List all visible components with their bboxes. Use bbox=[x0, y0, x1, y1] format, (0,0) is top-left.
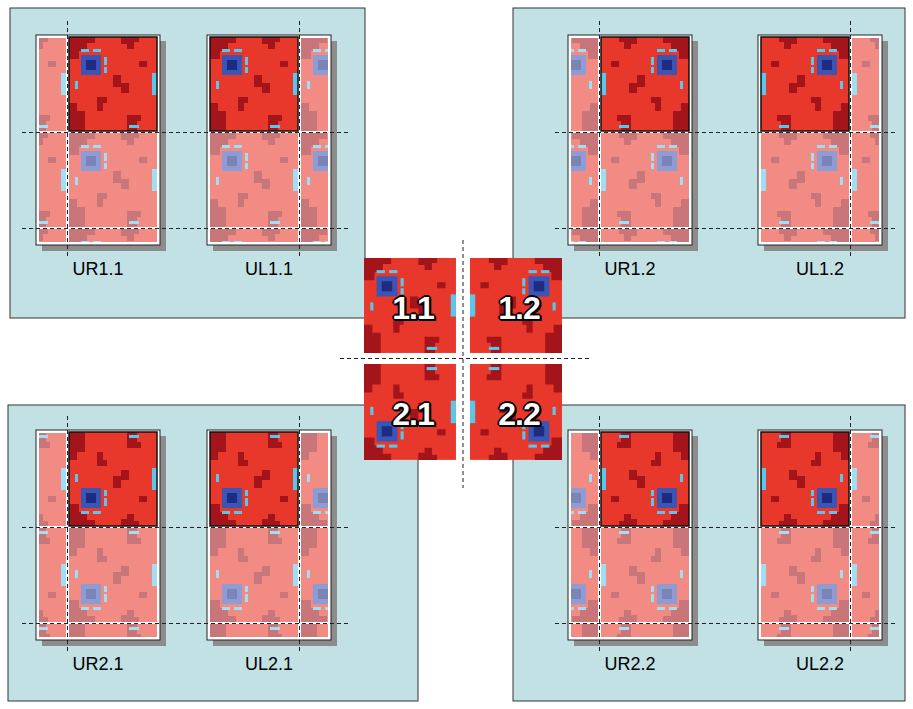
tile-number: 1.2 bbox=[492, 286, 539, 326]
page-label: UR1.2 bbox=[548, 257, 712, 281]
page-label: UL2.1 bbox=[187, 652, 351, 676]
panel bbox=[8, 405, 418, 701]
page-sheet: UR1.1 bbox=[16, 35, 180, 285]
tile-image bbox=[470, 258, 562, 353]
page-label: UR1.1 bbox=[16, 257, 180, 281]
page-label: UR2.2 bbox=[548, 652, 712, 676]
guide-line bbox=[340, 358, 590, 359]
page-sheet bbox=[510, 416, 698, 709]
guide-line bbox=[22, 132, 348, 133]
page-sheet: UR2.2 bbox=[548, 430, 712, 680]
page-sheet: UL2.1 bbox=[187, 430, 351, 680]
tile-image bbox=[470, 364, 562, 460]
tile-number: 1.1 bbox=[386, 286, 433, 326]
tile-image bbox=[364, 258, 456, 353]
page-label: UL1.1 bbox=[187, 257, 351, 281]
page-sheet: UR2.1 bbox=[16, 430, 180, 680]
tile-image bbox=[364, 364, 456, 460]
page-sheet bbox=[207, 21, 389, 323]
page-sheet: UL2.2 bbox=[738, 430, 902, 680]
page-label: UL2.2 bbox=[738, 652, 902, 676]
tile-square: 1.2 bbox=[470, 258, 562, 353]
guide-line bbox=[22, 228, 348, 229]
page-sheet: UL1.1 bbox=[187, 35, 351, 285]
page-sheet: UL1.2 bbox=[738, 35, 902, 285]
guide-line bbox=[555, 228, 895, 229]
tile-square: 1.1 bbox=[364, 258, 456, 353]
guide-line bbox=[555, 527, 895, 528]
tile-number: 2.1 bbox=[386, 392, 433, 432]
page-label: UL1.2 bbox=[738, 257, 902, 281]
page-sheet bbox=[207, 416, 389, 709]
guide-line bbox=[555, 623, 895, 624]
guide-line bbox=[22, 527, 348, 528]
tile-square: 2.1 bbox=[364, 364, 456, 460]
guide-line bbox=[22, 623, 348, 624]
page-sheet: UR1.2 bbox=[548, 35, 712, 285]
guide-line bbox=[463, 240, 464, 488]
page-label: UR2.1 bbox=[16, 652, 180, 676]
tile-square: 2.2 bbox=[470, 364, 562, 460]
tile-number: 2.2 bbox=[492, 392, 539, 432]
guide-line bbox=[555, 132, 895, 133]
